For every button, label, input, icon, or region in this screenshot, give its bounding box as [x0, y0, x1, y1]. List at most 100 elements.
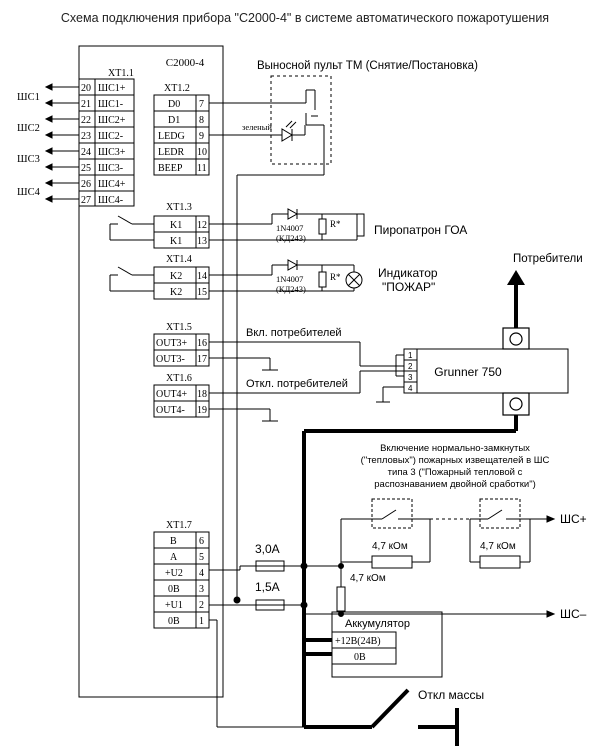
xt17-pin-5-sig: A [170, 552, 178, 563]
xt11-pin-27-num: 27 [81, 195, 91, 206]
relay-control-wires [209, 341, 404, 422]
xt16-pin-18-sig: OUT4+ [156, 389, 188, 400]
xt14-pin-14-num: 14 [197, 271, 207, 282]
xt12-pin-10-sig: LEDR [158, 147, 184, 158]
diode1-label2: (КД243) [276, 233, 306, 243]
loop-arrows [44, 83, 79, 203]
xt15-pin-16-num: 16 [197, 338, 207, 349]
detectors-network [304, 498, 556, 618]
xt11-pin-26-sig: ШС4+ [98, 179, 126, 190]
loop-label-4: ШС4 [17, 187, 41, 198]
xt15-block: XT1.5 [153, 322, 210, 367]
led-color-label: зеленый [242, 122, 272, 132]
indicator-label-2: "ПОЖАР" [382, 280, 435, 294]
xt11-pin-21-sig: ШС1- [98, 99, 123, 110]
diode2-resistor: R* [330, 272, 341, 282]
detectors-caption-2: ("тепловых") пожарных извещателей в ШС [361, 455, 550, 466]
fuse1-label: 3,0А [255, 542, 280, 556]
relay-on-label: Вкл. потребителей [246, 327, 342, 339]
xt11-block: XT1.1 [78, 68, 135, 207]
xt17-label: XT1.7 [166, 520, 192, 531]
grunner-relay [403, 270, 569, 416]
xt11-pin-21-num: 21 [81, 99, 91, 110]
xt17-pin-2-sig: +U1 [165, 600, 183, 611]
relay-terminal-4: 4 [408, 384, 413, 393]
xt14-block: XT1.4 [109, 254, 210, 300]
xt17-pin-4-num: 4 [199, 568, 204, 579]
xt12-pin-7-num: 7 [199, 99, 204, 110]
xt11-pin-22-num: 22 [81, 115, 91, 126]
xt11-pin-24-sig: ШС3+ [98, 147, 126, 158]
xt12-pin-11-sig: BEEP [158, 163, 183, 174]
xt17-pin-6-sig: B [170, 536, 177, 547]
loop-label-1: ШС1 [17, 92, 40, 103]
battery-minus: 0В [354, 652, 366, 663]
detector-resistor-3: 4,7 кОм [350, 573, 386, 584]
xt12-pin-8-num: 8 [199, 115, 204, 126]
device-c2000-4: С2000-4 [78, 45, 224, 698]
relay-name: Grunner 750 [434, 365, 502, 379]
detector-resistor-1: 4,7 кОм [372, 541, 408, 552]
xt11-pin-25-sig: ШС3- [98, 163, 123, 174]
xt11-pin-25-num: 25 [81, 163, 91, 174]
diode2-label2: (КД243) [276, 284, 306, 294]
xt17-pin-2-num: 2 [199, 600, 204, 611]
diode1-resistor: R* [330, 219, 341, 229]
xt16-label: XT1.6 [166, 373, 192, 384]
fuse-3a [209, 560, 308, 572]
xt14-pin-15-num: 15 [197, 287, 207, 298]
xt17-pin-6-num: 6 [199, 536, 204, 547]
xt11-pin-23-sig: ШС2- [98, 131, 123, 142]
xt13-label: XT1.3 [166, 202, 192, 213]
xt17-pin-1-sig: 0B [168, 616, 180, 627]
xt14-label: XT1.4 [166, 254, 192, 265]
xt17-pin-4-sig: +U2 [165, 568, 183, 579]
xt14-pin-14-sig: K2 [170, 271, 182, 282]
xt15-pin-16-sig: OUT3+ [156, 338, 188, 349]
xt11-pin-27-sig: ШС4- [98, 195, 123, 206]
loop-plus-label: ШС+ [560, 512, 587, 526]
xt13-block: XT1.3 [109, 202, 210, 249]
remote-title: Выносной пульт ТМ (Снятие/Постановка) [257, 60, 478, 72]
xt12-block: XT1.2 [153, 83, 210, 176]
xt13-pin-13-sig: K1 [170, 236, 182, 247]
diode1-label1: 1N4007 [276, 223, 303, 233]
indicator-label-1: Индикатор [378, 266, 438, 280]
relay-terminal-1: 1 [408, 351, 413, 360]
xt15-label: XT1.5 [166, 322, 192, 333]
battery-plus: +12В(24В) [335, 636, 381, 647]
xt12-label: XT1.2 [164, 83, 190, 94]
detector-resistor-2: 4,7 кОм [480, 541, 516, 552]
mass-switch [217, 688, 459, 746]
xt17-pin-5-num: 5 [199, 552, 204, 563]
detectors-caption-3: типа 3 ("Пожарный тепловой с [388, 467, 523, 478]
xt12-pin-11-num: 11 [197, 163, 207, 174]
consumers-label: Потребители [513, 253, 583, 265]
xt13-pin-12-num: 12 [197, 220, 207, 231]
xt11-pin-20-num: 20 [81, 83, 91, 94]
xt16-pin-18-num: 18 [197, 389, 207, 400]
xt11-pin-26-num: 26 [81, 179, 91, 190]
loop-label-3: ШС3 [17, 154, 40, 165]
xt11-pin-24-num: 24 [81, 147, 91, 158]
battery-title: Аккумулятор [345, 618, 410, 630]
xt17-block: XT1.7 [153, 520, 210, 629]
xt12-pin-7-sig: D0 [168, 99, 180, 110]
xt11-label: XT1.1 [108, 68, 134, 79]
device-name: С2000-4 [166, 57, 205, 69]
xt13-pin-13-num: 13 [197, 236, 207, 247]
remote-panel [209, 75, 332, 600]
k2-output-circuit [209, 259, 363, 292]
xt11-pin-23-num: 23 [81, 131, 91, 142]
relay-terminal-2: 2 [408, 362, 413, 371]
xt12-pin-10-num: 10 [197, 147, 207, 158]
xt12-pin-9-num: 9 [199, 131, 204, 142]
xt16-block: XT1.6 [153, 373, 210, 418]
xt11-pin-20-sig: ШС1+ [98, 83, 126, 94]
relay-terminal-3: 3 [408, 373, 413, 382]
power-bus [302, 415, 518, 727]
xt15-pin-17-num: 17 [197, 354, 207, 365]
pyro-label: Пиропатрон ГОА [374, 223, 467, 237]
detectors-caption-4: распознаванием двойной сработки") [374, 479, 536, 490]
